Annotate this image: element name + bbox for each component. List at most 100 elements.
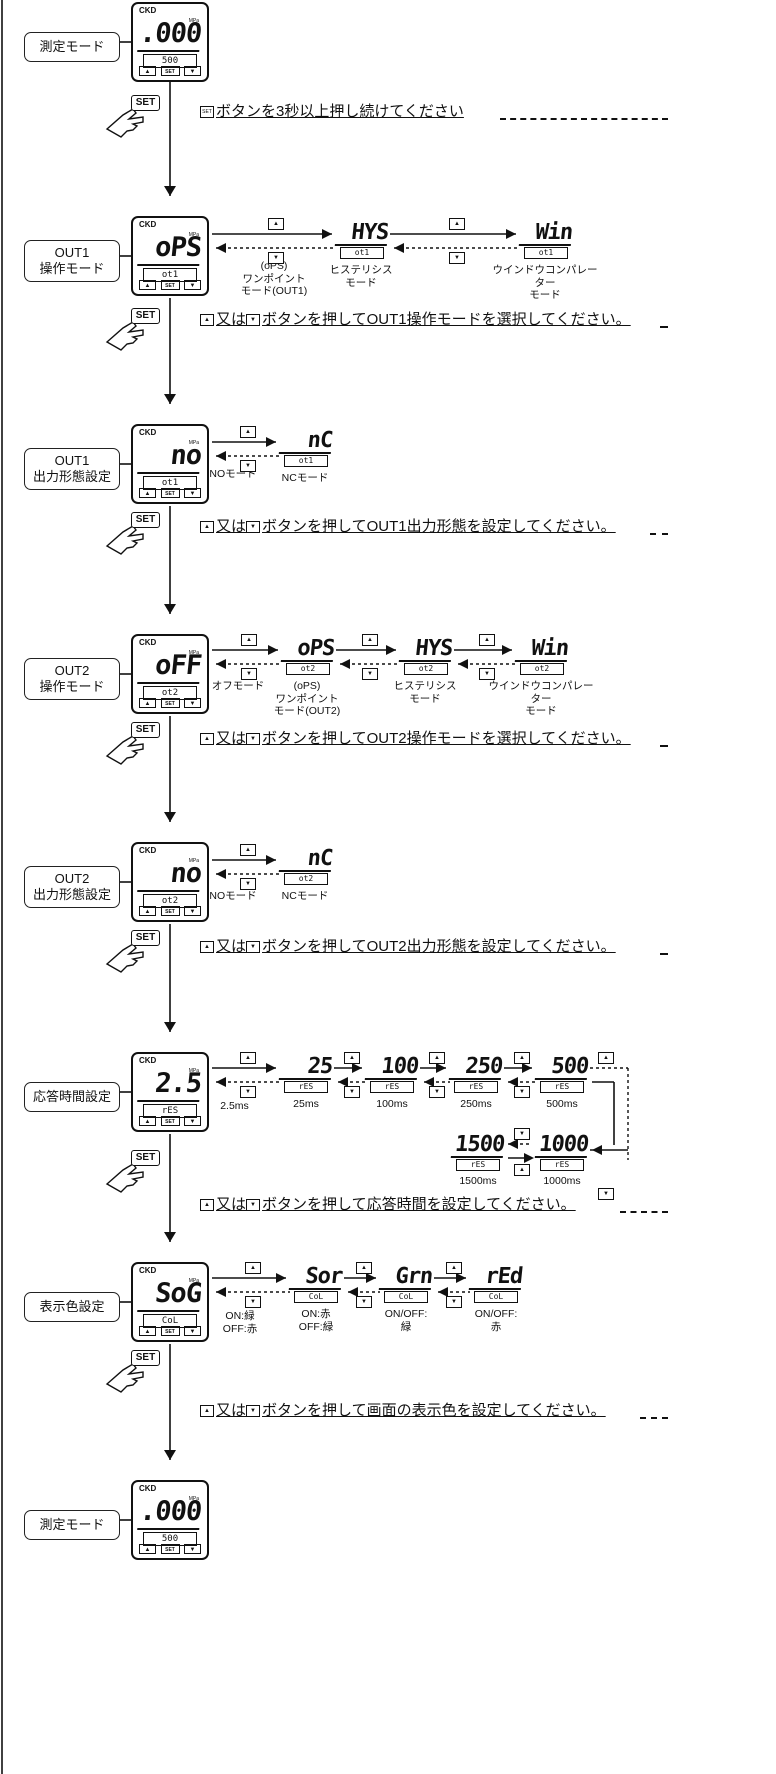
sub-display: CoL — [143, 1314, 197, 1328]
step-label: OUT1 出力形態設定 — [24, 448, 120, 490]
main-display: .000 — [137, 1495, 203, 1530]
up-triangle-icon: ▲ — [514, 1164, 530, 1176]
up-triangle-icon: ▲ — [200, 314, 214, 327]
up-button[interactable]: ▲ — [139, 698, 156, 708]
sub-display: ot1 — [143, 476, 197, 490]
option-caption: ヒステリシス モード — [329, 264, 393, 289]
option-sub-display: rES — [370, 1081, 414, 1093]
device-brand: CKD — [139, 1056, 157, 1065]
backward-arrow — [438, 1287, 448, 1297]
forward-arrow — [276, 1273, 286, 1283]
option-caption: 250ms — [460, 1098, 492, 1110]
main-display: SoG — [137, 1277, 203, 1312]
up-triangle-icon: ▲ — [200, 1199, 214, 1212]
option-sub-display: ot1 — [284, 455, 328, 467]
flow-arrow — [164, 394, 176, 404]
down-triangle-icon: ▼ — [268, 252, 284, 264]
backward-arrow — [394, 243, 404, 253]
up-triangle-icon: ▲ — [240, 426, 256, 438]
down-button[interactable]: ▼ — [184, 906, 201, 916]
self-caption: ON:緑 OFF:赤 — [222, 1310, 258, 1335]
option-main-display: HYS — [334, 220, 389, 246]
set-button[interactable]: SET — [160, 906, 180, 916]
main-display: no — [137, 439, 203, 474]
option-caption: 500ms — [546, 1098, 578, 1110]
up-button[interactable]: ▲ — [139, 1326, 156, 1336]
device-unit: MPa — [188, 1278, 199, 1284]
press-set-hand: SET — [103, 930, 183, 980]
instruction-or: 又は — [216, 1196, 247, 1213]
set-key-icon: SET — [131, 722, 160, 738]
up-button[interactable]: ▲ — [139, 906, 156, 916]
set-button[interactable]: SET — [160, 66, 180, 76]
option-main-display: 1500 — [450, 1132, 505, 1158]
forward-arrow — [266, 855, 276, 865]
set-key-icon: SET — [200, 106, 214, 119]
device-buttons: ▲ SET ▼ — [139, 1326, 201, 1337]
set-button[interactable]: SET — [160, 1116, 180, 1126]
down-triangle-icon: ▼ — [514, 1086, 530, 1098]
up-triangle-icon: ▲ — [240, 844, 256, 856]
down-button[interactable]: ▼ — [184, 280, 201, 290]
set-button[interactable]: SET — [160, 698, 180, 708]
down-triangle-icon: ▼ — [356, 1296, 372, 1308]
forward-arrow — [268, 645, 278, 655]
instruction-or: 又は — [216, 311, 247, 328]
down-button[interactable]: ▼ — [184, 488, 201, 498]
forward-arrow — [386, 645, 396, 655]
down-triangle-icon: ▼ — [241, 668, 257, 680]
step-label: OUT2 出力形態設定 — [24, 866, 120, 908]
device-unit: MPa — [188, 440, 199, 446]
up-triangle-icon: ▲ — [344, 1052, 360, 1064]
set-button[interactable]: SET — [160, 488, 180, 498]
set-button[interactable]: SET — [160, 280, 180, 290]
up-button[interactable]: ▲ — [139, 1116, 156, 1126]
up-button[interactable]: ▲ — [139, 488, 156, 498]
up-button[interactable]: ▲ — [139, 66, 156, 76]
option-main-display: Win — [514, 636, 569, 662]
down-triangle-icon: ▼ — [598, 1188, 614, 1200]
instruction-body: ボタンを3秒以上押し続けてください — [216, 103, 464, 120]
instruction-body: ボタンを押して画面の表示色を設定してください。 — [262, 1402, 606, 1419]
instruction-dash — [500, 118, 668, 120]
instruction-text: ▲又は▼ボタンを押してOUT1操作モードを選択してください。 — [200, 308, 631, 329]
device-buttons: ▲ SET ▼ — [139, 280, 201, 291]
up-triangle-icon: ▲ — [598, 1052, 614, 1064]
set-button[interactable]: SET — [160, 1544, 180, 1554]
set-key-icon: SET — [131, 308, 160, 324]
down-button[interactable]: ▼ — [184, 1116, 201, 1126]
instruction-or: 又は — [216, 1402, 247, 1419]
flow-arrow — [164, 604, 176, 614]
down-button[interactable]: ▼ — [184, 698, 201, 708]
device-brand: CKD — [139, 846, 157, 855]
device-unit: MPa — [188, 18, 199, 24]
option-sub-display: rES — [454, 1081, 498, 1093]
instruction-or: 又は — [216, 938, 247, 955]
up-triangle-icon: ▲ — [362, 634, 378, 646]
flow-arrow — [164, 1232, 176, 1242]
down-button[interactable]: ▼ — [184, 66, 201, 76]
up-triangle-icon: ▲ — [200, 521, 214, 534]
up-triangle-icon: ▲ — [240, 1052, 256, 1064]
set-button[interactable]: SET — [160, 1326, 180, 1336]
forward-arrow — [506, 229, 516, 239]
up-button[interactable]: ▲ — [139, 280, 156, 290]
down-button[interactable]: ▼ — [184, 1326, 201, 1336]
down-button[interactable]: ▼ — [184, 1544, 201, 1554]
option-main-display: Grn — [378, 1264, 433, 1290]
option-caption: NCモード — [281, 472, 329, 484]
up-triangle-icon: ▲ — [446, 1262, 462, 1274]
instruction-body: ボタンを押してOUT2出力形態を設定してください。 — [262, 938, 616, 955]
backward-arrow — [508, 1077, 518, 1087]
backward-arrow — [424, 1077, 434, 1087]
up-button[interactable]: ▲ — [139, 1544, 156, 1554]
option-sub-display: rES — [284, 1081, 328, 1093]
option-caption: ON/OFF: 赤 — [474, 1308, 518, 1333]
down-triangle-icon: ▼ — [246, 1405, 261, 1418]
main-display: 2.5 — [137, 1067, 203, 1102]
